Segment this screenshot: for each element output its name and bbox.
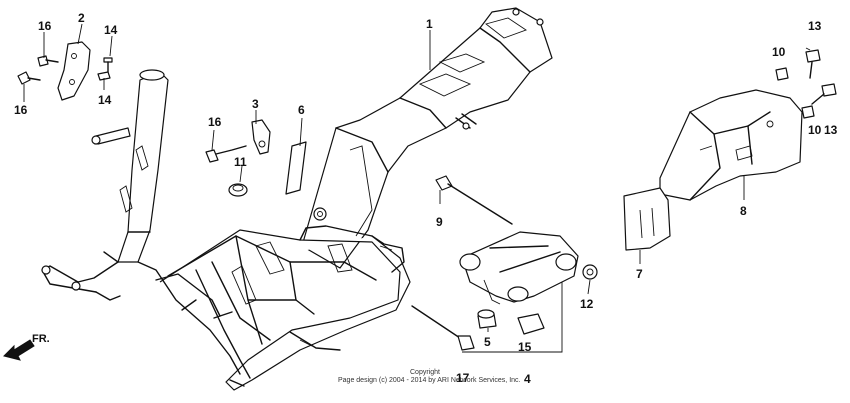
part-label-7: 7 (636, 267, 643, 281)
nut-part-12 (582, 264, 598, 280)
part-label-16c: 16 (208, 115, 222, 129)
part-label-11: 11 (234, 155, 247, 169)
part-label-3: 3 (252, 97, 259, 111)
part-label-6: 6 (298, 103, 305, 117)
copyright-line: Page design (c) 2004 - 2014 by ARI Netwo… (338, 377, 521, 384)
bracket-part-2 (57, 41, 91, 101)
part-label-13b: 13 (824, 123, 838, 137)
rubber-part-6 (285, 141, 307, 195)
frame-body (41, 7, 553, 391)
part-label-2: 2 (78, 11, 85, 25)
bolt-13-upper (805, 49, 821, 79)
bolt-part-9 (435, 175, 513, 225)
screw-14-lower (97, 71, 111, 81)
part-label-17: 17 (456, 371, 470, 385)
part-label-8: 8 (740, 204, 747, 218)
nut-10-upper (775, 67, 789, 81)
part-label-13a: 13 (808, 19, 822, 33)
engine-hanger-part-4 (459, 231, 579, 305)
bolt-13-lower (811, 83, 837, 105)
part-label-10a: 10 (772, 45, 786, 59)
part-label-1: 1 (426, 17, 433, 31)
part-labels: 1 2 3 4 5 6 7 8 9 10 10 11 12 13 13 14 1… (14, 11, 838, 386)
bolt-16-mid (205, 145, 247, 163)
nut-10-lower (801, 105, 815, 119)
plate-part-7 (623, 187, 671, 251)
bracket-part-8 (659, 89, 803, 201)
bolt-16-top (37, 55, 59, 67)
part-label-4: 4 (524, 372, 531, 386)
stopper-part-5 (477, 309, 497, 329)
front-direction-label: FR. (32, 333, 50, 345)
copyright-title: Copyright (410, 369, 440, 376)
part-label-16b: 16 (14, 103, 28, 117)
leader-lines (23, 23, 811, 353)
grommet-11 (228, 183, 248, 197)
part-label-5: 5 (484, 335, 491, 349)
part-label-14a: 14 (104, 23, 118, 37)
damper-part-15 (517, 313, 545, 335)
bolt-16-left (17, 71, 41, 85)
part-label-12: 12 (580, 297, 594, 311)
part-label-15: 15 (518, 340, 532, 354)
stay-part-3 (251, 119, 271, 155)
part-label-10b: 10 (808, 123, 822, 137)
front-direction-arrow: FR. (3, 333, 50, 361)
part-label-9: 9 (436, 215, 443, 229)
part-label-14b: 14 (98, 93, 112, 107)
bolt-part-17 (411, 305, 475, 351)
part-label-16a: 16 (38, 19, 52, 33)
screw-14-upper (103, 57, 113, 73)
